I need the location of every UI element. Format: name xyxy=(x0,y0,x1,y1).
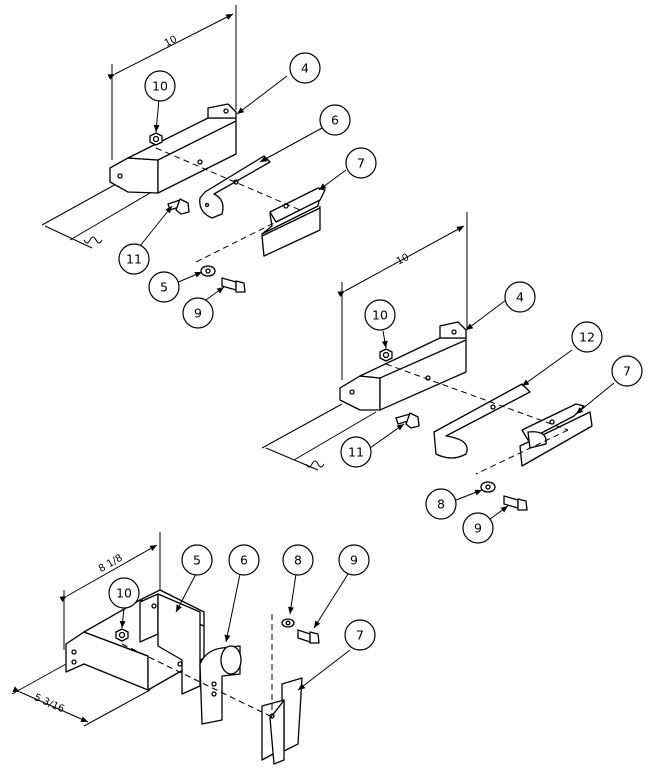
bolt-11 xyxy=(395,412,420,429)
svg-text:7: 7 xyxy=(357,156,365,171)
mounting-bracket xyxy=(339,321,467,411)
callout-7: 7 xyxy=(344,619,376,651)
svg-text:8: 8 xyxy=(437,497,445,512)
washer-8 xyxy=(281,618,295,628)
nut-10 xyxy=(149,132,163,146)
callout-11: 11 xyxy=(340,436,372,468)
dimension-width-a1: 10 xyxy=(107,5,237,160)
callout-8: 8 xyxy=(282,544,314,576)
hook-part-6 xyxy=(199,645,242,725)
svg-text:6: 6 xyxy=(240,553,248,568)
dimension-label: 10 xyxy=(163,34,179,50)
callout-9: 9 xyxy=(182,297,214,329)
svg-text:9: 9 xyxy=(350,553,358,568)
svg-text:10: 10 xyxy=(116,586,132,601)
depth-extension-a2 xyxy=(261,403,377,471)
spacer-5 xyxy=(139,593,201,695)
bolt-9 xyxy=(503,495,528,511)
assembly-2: 10 xyxy=(261,212,643,544)
callout-10: 10 xyxy=(144,70,176,102)
callout-4: 4 xyxy=(504,281,536,313)
washer-8 xyxy=(480,481,496,493)
callout-4: 4 xyxy=(289,52,321,84)
callout-9: 9 xyxy=(338,544,370,576)
clip-part-7 xyxy=(261,187,326,257)
hook-part-6 xyxy=(199,155,271,219)
depth-extension-a1 xyxy=(41,182,151,249)
svg-text:12: 12 xyxy=(579,330,595,345)
svg-text:9: 9 xyxy=(194,306,202,321)
nut-10 xyxy=(379,348,393,362)
svg-text:10: 10 xyxy=(152,79,168,94)
dimension-label: 5 3/16 xyxy=(32,692,66,715)
assembly-3: 8 1/8 5 3/16 xyxy=(11,532,376,765)
svg-text:5: 5 xyxy=(160,280,168,295)
clip-part-7 xyxy=(261,677,303,765)
callout-8: 8 xyxy=(425,488,457,520)
svg-text:11: 11 xyxy=(126,252,142,267)
nut-10 xyxy=(115,628,129,642)
hook-part-12 xyxy=(433,383,531,459)
svg-text:4: 4 xyxy=(301,61,309,76)
svg-text:10: 10 xyxy=(372,308,388,323)
callout-9: 9 xyxy=(462,512,494,544)
assembly-1: 10 xyxy=(41,5,377,329)
svg-text:4: 4 xyxy=(516,290,524,305)
callout-10: 10 xyxy=(108,577,140,609)
callout-7: 7 xyxy=(611,355,643,387)
svg-text:8: 8 xyxy=(294,553,302,568)
callout-10: 10 xyxy=(364,299,396,331)
mounting-bracket xyxy=(109,103,237,194)
callout-12: 12 xyxy=(571,321,603,353)
callout-5: 5 xyxy=(181,544,213,576)
svg-text:7: 7 xyxy=(623,364,631,379)
svg-text:7: 7 xyxy=(356,628,364,643)
bolt-9 xyxy=(221,277,246,293)
svg-text:11: 11 xyxy=(348,445,364,460)
washer-5 xyxy=(200,265,216,277)
dimension-width-a2: 10 xyxy=(337,212,468,380)
svg-text:6: 6 xyxy=(331,113,339,128)
svg-text:5: 5 xyxy=(193,553,201,568)
callout-7: 7 xyxy=(345,147,377,179)
bolt-9 xyxy=(297,629,320,644)
clip-part-7 xyxy=(519,403,593,467)
dimension-label: 10 xyxy=(395,252,411,268)
callout-6: 6 xyxy=(228,544,260,576)
callout-11: 11 xyxy=(118,243,150,275)
callout-5: 5 xyxy=(148,271,180,303)
svg-text:9: 9 xyxy=(474,521,482,536)
callout-6: 6 xyxy=(319,104,351,136)
